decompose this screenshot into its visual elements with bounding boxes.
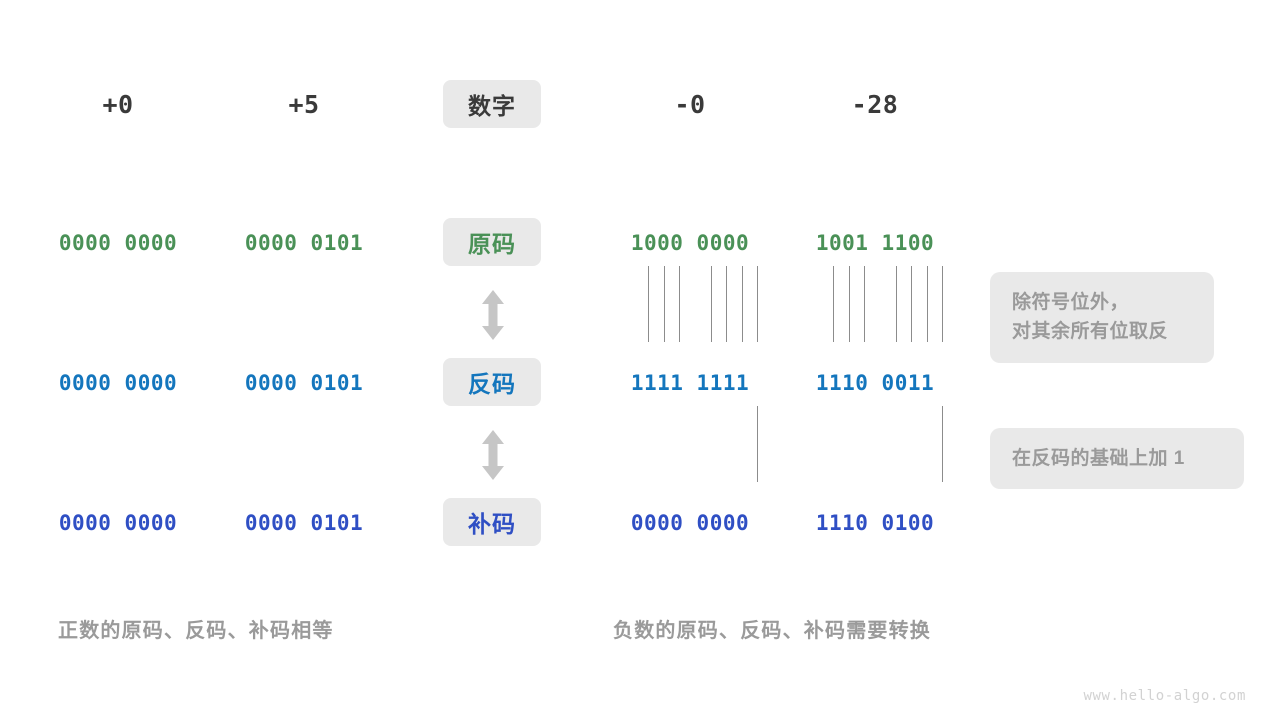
note-invert-bits-line2: 对其余所有位取反 bbox=[1012, 321, 1169, 343]
connector-line bbox=[942, 266, 944, 342]
note-add-one-line1: 在反码的基础上加 1 bbox=[1012, 448, 1185, 469]
connector-lines-flip-minus-twentyeight bbox=[810, 266, 950, 342]
row-three-value-minus-twentyeight: 1110 0100 bbox=[815, 511, 935, 535]
connector-line bbox=[848, 266, 850, 342]
row-two-value-minus-zero: 1111 1111 bbox=[630, 371, 750, 395]
connector-line-add-minus-zero bbox=[625, 406, 765, 482]
row-three-value-minus-zero: 0000 0000 bbox=[630, 511, 750, 535]
note-invert-bits: 除符号位外， 对其余所有位取反 bbox=[990, 272, 1214, 363]
row-two-value-minus-twentyeight: 1110 0011 bbox=[815, 371, 935, 395]
caption-positive-numbers: 正数的原码、反码、补码相等 bbox=[58, 620, 334, 642]
row-three-value-plus-five: 0000 0101 bbox=[244, 511, 364, 535]
header-minus-zero: -0 bbox=[674, 90, 706, 119]
connector-line bbox=[663, 266, 665, 342]
note-invert-bits-line1: 除符号位外， bbox=[1012, 292, 1130, 313]
up-down-arrow-icon-upper bbox=[479, 289, 507, 341]
chip-ones-complement-label: 反码 bbox=[443, 358, 541, 406]
connector-line bbox=[864, 266, 866, 342]
row-one-value-minus-twentyeight: 1001 1100 bbox=[815, 231, 935, 255]
connector-line-add-minus-twentyeight bbox=[810, 406, 950, 482]
up-down-arrow-icon-lower bbox=[479, 429, 507, 481]
connector-line bbox=[895, 266, 897, 342]
caption-negative-numbers: 负数的原码、反码、补码需要转换 bbox=[613, 620, 931, 642]
connector-line bbox=[833, 266, 835, 342]
connector-line bbox=[710, 266, 712, 342]
connector-line bbox=[679, 266, 681, 342]
connector-line bbox=[757, 266, 759, 342]
connector-line bbox=[926, 266, 928, 342]
connector-line bbox=[726, 266, 728, 342]
header-plus-zero: +0 bbox=[102, 90, 134, 119]
watermark-url: www.hello-algo.com bbox=[1083, 688, 1246, 704]
connector-lines-flip-minus-zero bbox=[625, 266, 765, 342]
connector-line bbox=[741, 266, 743, 342]
row-one-value-minus-zero: 1000 0000 bbox=[630, 231, 750, 255]
chip-number-label: 数字 bbox=[443, 80, 541, 128]
row-one-value-plus-five: 0000 0101 bbox=[244, 231, 364, 255]
row-two-value-plus-zero: 0000 0000 bbox=[58, 371, 178, 395]
row-three-value-plus-zero: 0000 0000 bbox=[58, 511, 178, 535]
header-plus-five: +5 bbox=[288, 90, 320, 119]
chip-true-form-label: 原码 bbox=[443, 218, 541, 266]
chip-twos-complement-label: 补码 bbox=[443, 498, 541, 546]
connector-line bbox=[757, 406, 759, 482]
connector-line bbox=[648, 266, 650, 342]
connector-line bbox=[911, 266, 913, 342]
connector-line bbox=[942, 406, 944, 482]
header-minus-twentyeight: -28 bbox=[851, 90, 899, 119]
row-one-value-plus-zero: 0000 0000 bbox=[58, 231, 178, 255]
row-two-value-plus-five: 0000 0101 bbox=[244, 371, 364, 395]
note-add-one: 在反码的基础上加 1 bbox=[990, 428, 1244, 490]
